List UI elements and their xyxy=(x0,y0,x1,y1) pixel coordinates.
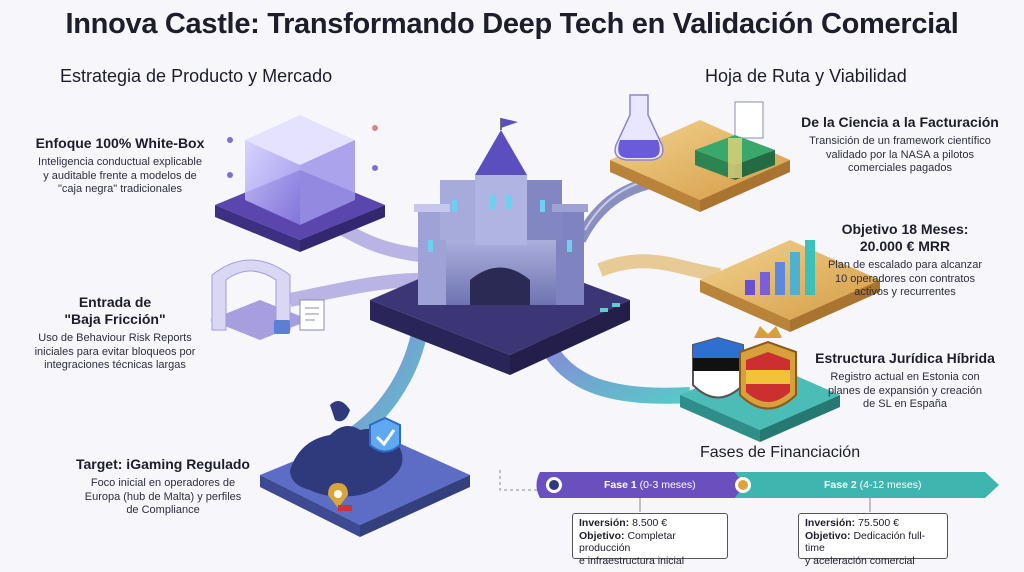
spain-shield-icon xyxy=(739,326,797,410)
item-white-box: Enfoque 100% White-Box Inteligencia cond… xyxy=(20,135,220,197)
item-title: Enfoque 100% White-Box xyxy=(35,135,205,151)
phase1-obj-value-line2: e infraestructura inicial xyxy=(579,554,685,567)
flask-icon xyxy=(614,94,664,161)
item-desc-line: Transición de un framework científico xyxy=(809,135,991,147)
page-title: Innova Castle: Transformando Deep Tech e… xyxy=(65,8,959,40)
estonia-shield-icon xyxy=(692,336,744,399)
item-desc-line: Foco inicial en operadores de xyxy=(90,477,236,489)
bar-chart-icon xyxy=(745,240,815,295)
item-desc-line: Registro actual en Estonia con xyxy=(830,371,980,383)
item-desc-line: 10 operadores con contratos xyxy=(834,272,976,285)
item-title: Objetivo 18 Meses: xyxy=(841,221,969,237)
item-desc-line: iniciales para evitar bloqueos por xyxy=(34,345,196,358)
item-ciencia-facturacion: De la Ciencia a la Facturación Transició… xyxy=(790,114,1010,176)
phase1-obj-label: Objetivo: xyxy=(579,529,625,542)
funding-arrow-phase1 xyxy=(536,472,745,498)
phase1-period: (0-3 meses) xyxy=(639,479,696,491)
phase2-period: (4-12 meses) xyxy=(859,479,922,491)
phase2-details: Inversión: 75.500 € Objetivo: Dedicación… xyxy=(798,513,948,567)
item-desc-line: Plan de escalado para alcanzar xyxy=(827,259,983,271)
item-title-line2: "Baja Fricción" xyxy=(64,311,166,327)
item-desc-line: de Compliance xyxy=(126,504,200,516)
road-left-mid xyxy=(288,273,421,307)
item-desc-line: planes de expansión y creación xyxy=(827,384,983,397)
phase2-obj-value: Dedicación full-time xyxy=(805,529,926,555)
phase1-details: Inversión: 8.500 € Objetivo: Completar p… xyxy=(572,513,728,567)
location-pin-icon xyxy=(328,483,352,511)
money-stack-icon xyxy=(695,135,775,180)
gate-icon xyxy=(211,259,291,334)
item-igaming: Target: iGaming Regulado Foco inicial en… xyxy=(58,456,268,518)
phase2-obj-value-line2: y aceleración comercial xyxy=(805,554,915,567)
item-desc-line: y auditable frente a modelos de xyxy=(43,169,197,182)
castle-icon xyxy=(414,118,588,305)
paper-icon xyxy=(734,101,764,139)
shield-check-icon xyxy=(369,416,401,453)
phase2-inv-label: Inversión: xyxy=(805,517,856,529)
item-baja-friccion: Entrada de "Baja Fricción" Uso de Behavi… xyxy=(10,294,220,373)
item-desc-line: Uso de Behaviour Risk Reports xyxy=(38,332,192,344)
item-desc-line: Europa (hub de Malta) y perfiles xyxy=(84,490,242,503)
item-title: Estructura Jurídica Híbrida xyxy=(815,350,995,366)
phase2-label: Fase 2 (4-12 meses) xyxy=(824,479,921,491)
item-desc-line: integraciones técnicas largas xyxy=(44,359,186,371)
flag-icon xyxy=(501,118,518,128)
document-icon xyxy=(299,299,325,331)
item-desc-line: de SL en España xyxy=(863,398,947,410)
glass-cube-icon xyxy=(245,115,355,225)
item-title: De la Ciencia a la Facturación xyxy=(801,114,999,130)
phase2-obj-label: Objetivo: xyxy=(805,529,851,542)
item-desc-line: comerciales pagados xyxy=(848,162,952,174)
funding-heading: Fases de Financiación xyxy=(700,444,861,461)
road-right-mid xyxy=(597,254,721,282)
item-desc-line: activos y recurrentes xyxy=(854,286,956,298)
item-desc-line: "caja negra" tradicionales xyxy=(58,183,182,195)
item-desc-line: validado por la NASA a pilotos xyxy=(826,148,974,161)
phase1-label: Fase 1 (0-3 meses) xyxy=(604,479,696,491)
item-title: Entrada de xyxy=(78,294,152,310)
phase1-inv-value: 8.500 € xyxy=(632,517,668,529)
right-section-heading: Hoja de Ruta y Viabilidad xyxy=(705,66,907,86)
phase2-name: Fase 2 xyxy=(824,479,857,491)
left-section-heading: Estrategia de Producto y Mercado xyxy=(60,66,333,86)
item-estructura-juridica: Estructura Jurídica Híbrida Registro act… xyxy=(805,350,1005,412)
phase1-inv-label: Inversión: xyxy=(579,517,630,529)
phase2-inv-value: 75.500 € xyxy=(858,517,899,529)
funding-arrow-phase2 xyxy=(735,472,999,498)
phase1-obj-value: Completar producción xyxy=(579,529,676,555)
item-objetivo-mrr: Objetivo 18 Meses: 20.000 € MRR Plan de … xyxy=(805,221,1005,300)
phase1-name: Fase 1 xyxy=(604,479,637,491)
item-title-line2: 20.000 € MRR xyxy=(859,238,951,254)
item-title: Target: iGaming Regulado xyxy=(76,456,250,472)
item-desc-line: Inteligencia conductual explicable xyxy=(38,156,202,168)
